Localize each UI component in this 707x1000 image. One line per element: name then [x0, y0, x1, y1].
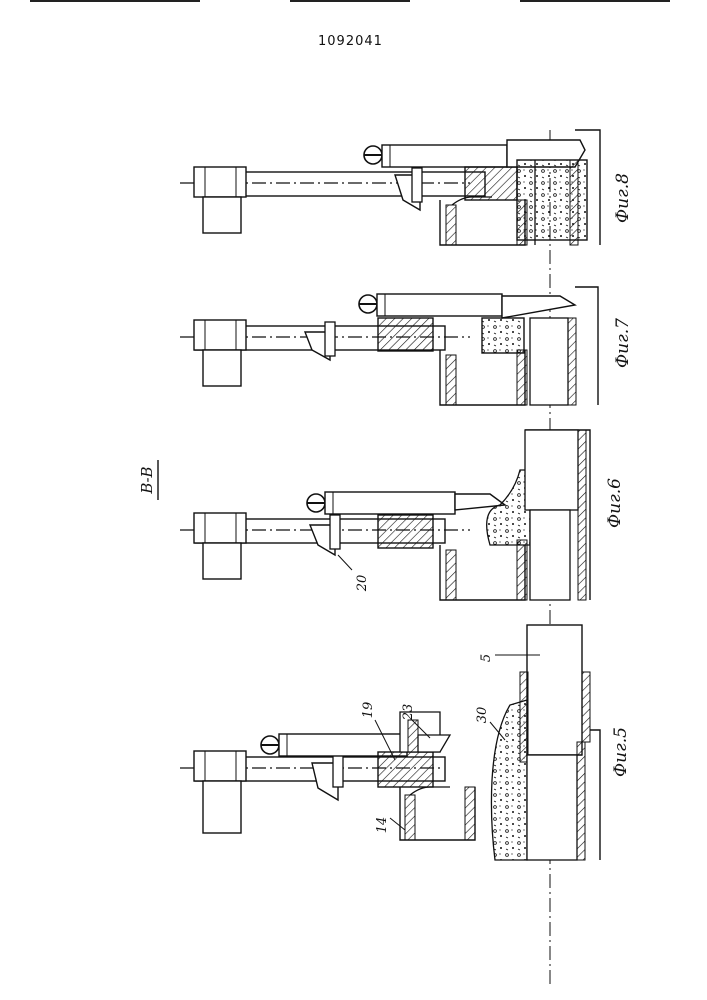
figure-7 — [180, 287, 598, 405]
callout-5: 5 — [479, 654, 494, 662]
caption-fig7: Фиг.7 — [613, 318, 633, 368]
section-label: В-В — [138, 466, 156, 494]
figure-5 — [180, 625, 600, 860]
callout-20: 20 — [355, 575, 370, 593]
figure-6 — [180, 430, 590, 600]
caption-fig8: Фиг.8 — [613, 173, 633, 223]
callout-14: 14 — [375, 817, 390, 834]
caption-fig6: Фиг.6 — [605, 478, 625, 528]
callout-19: 19 — [361, 702, 376, 719]
caption-fig5: Фиг.5 — [611, 727, 631, 777]
callout-30: 30 — [475, 707, 490, 724]
callout-23: 23 — [401, 704, 416, 722]
figure-8 — [180, 130, 600, 245]
